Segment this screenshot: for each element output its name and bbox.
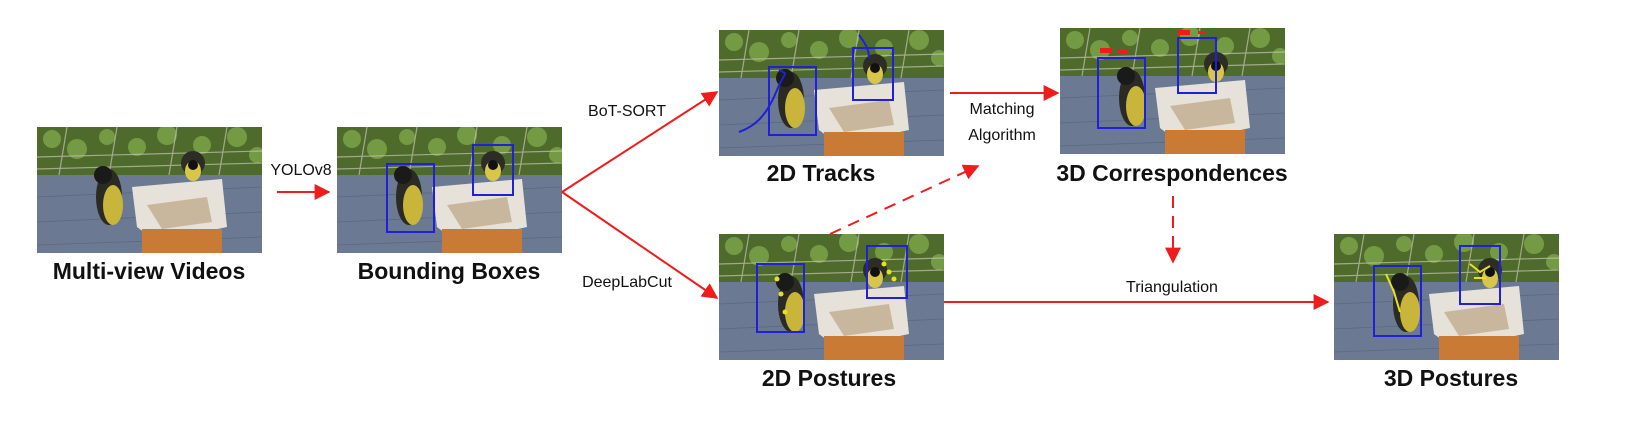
panel-3d-postures bbox=[1334, 234, 1559, 360]
label-multiview-videos: Multi-view Videos bbox=[52, 258, 246, 284]
panel-2d-tracks bbox=[719, 30, 944, 156]
bounding-box bbox=[1177, 37, 1217, 94]
bounding-box bbox=[866, 245, 908, 299]
label-2d-postures: 2D Postures bbox=[761, 365, 897, 391]
bounding-box bbox=[472, 144, 514, 196]
edge-label-triangulation: Triangulation bbox=[1126, 279, 1218, 296]
edge-label-matching: Matching Algorithm bbox=[968, 97, 1036, 149]
label-bounding-boxes: Bounding Boxes bbox=[357, 258, 541, 284]
label-3d-correspondences: 3D Correspondences bbox=[1056, 160, 1288, 186]
bounding-box bbox=[756, 263, 805, 333]
bounding-box bbox=[1097, 57, 1146, 129]
keypoints bbox=[774, 261, 897, 315]
panel-multiview-videos bbox=[37, 127, 262, 253]
edge-label-deeplabcut: DeepLabCut bbox=[582, 274, 672, 291]
edge-label-matching-line1: Matching bbox=[969, 101, 1035, 118]
track-trajectory bbox=[858, 34, 870, 59]
bounding-box bbox=[768, 66, 817, 136]
panel-2d-postures bbox=[719, 234, 944, 360]
edge-label-botsort: BoT-SORT bbox=[588, 103, 666, 120]
track-trajectory bbox=[738, 69, 786, 133]
skeleton bbox=[1385, 263, 1491, 313]
panel-bounding-boxes bbox=[337, 127, 562, 253]
edge-label-yolo: YOLOv8 bbox=[270, 162, 332, 179]
correspondence-marks bbox=[1100, 30, 1206, 53]
edge-label-matching-line2: Algorithm bbox=[968, 127, 1036, 144]
label-3d-postures: 3D Postures bbox=[1383, 365, 1519, 391]
bounding-box bbox=[1373, 265, 1422, 337]
label-2d-tracks: 2D Tracks bbox=[766, 160, 876, 186]
bounding-box bbox=[1459, 245, 1501, 305]
bounding-box bbox=[852, 47, 894, 101]
bounding-box bbox=[386, 163, 435, 233]
panel-3d-correspondences bbox=[1060, 28, 1285, 154]
